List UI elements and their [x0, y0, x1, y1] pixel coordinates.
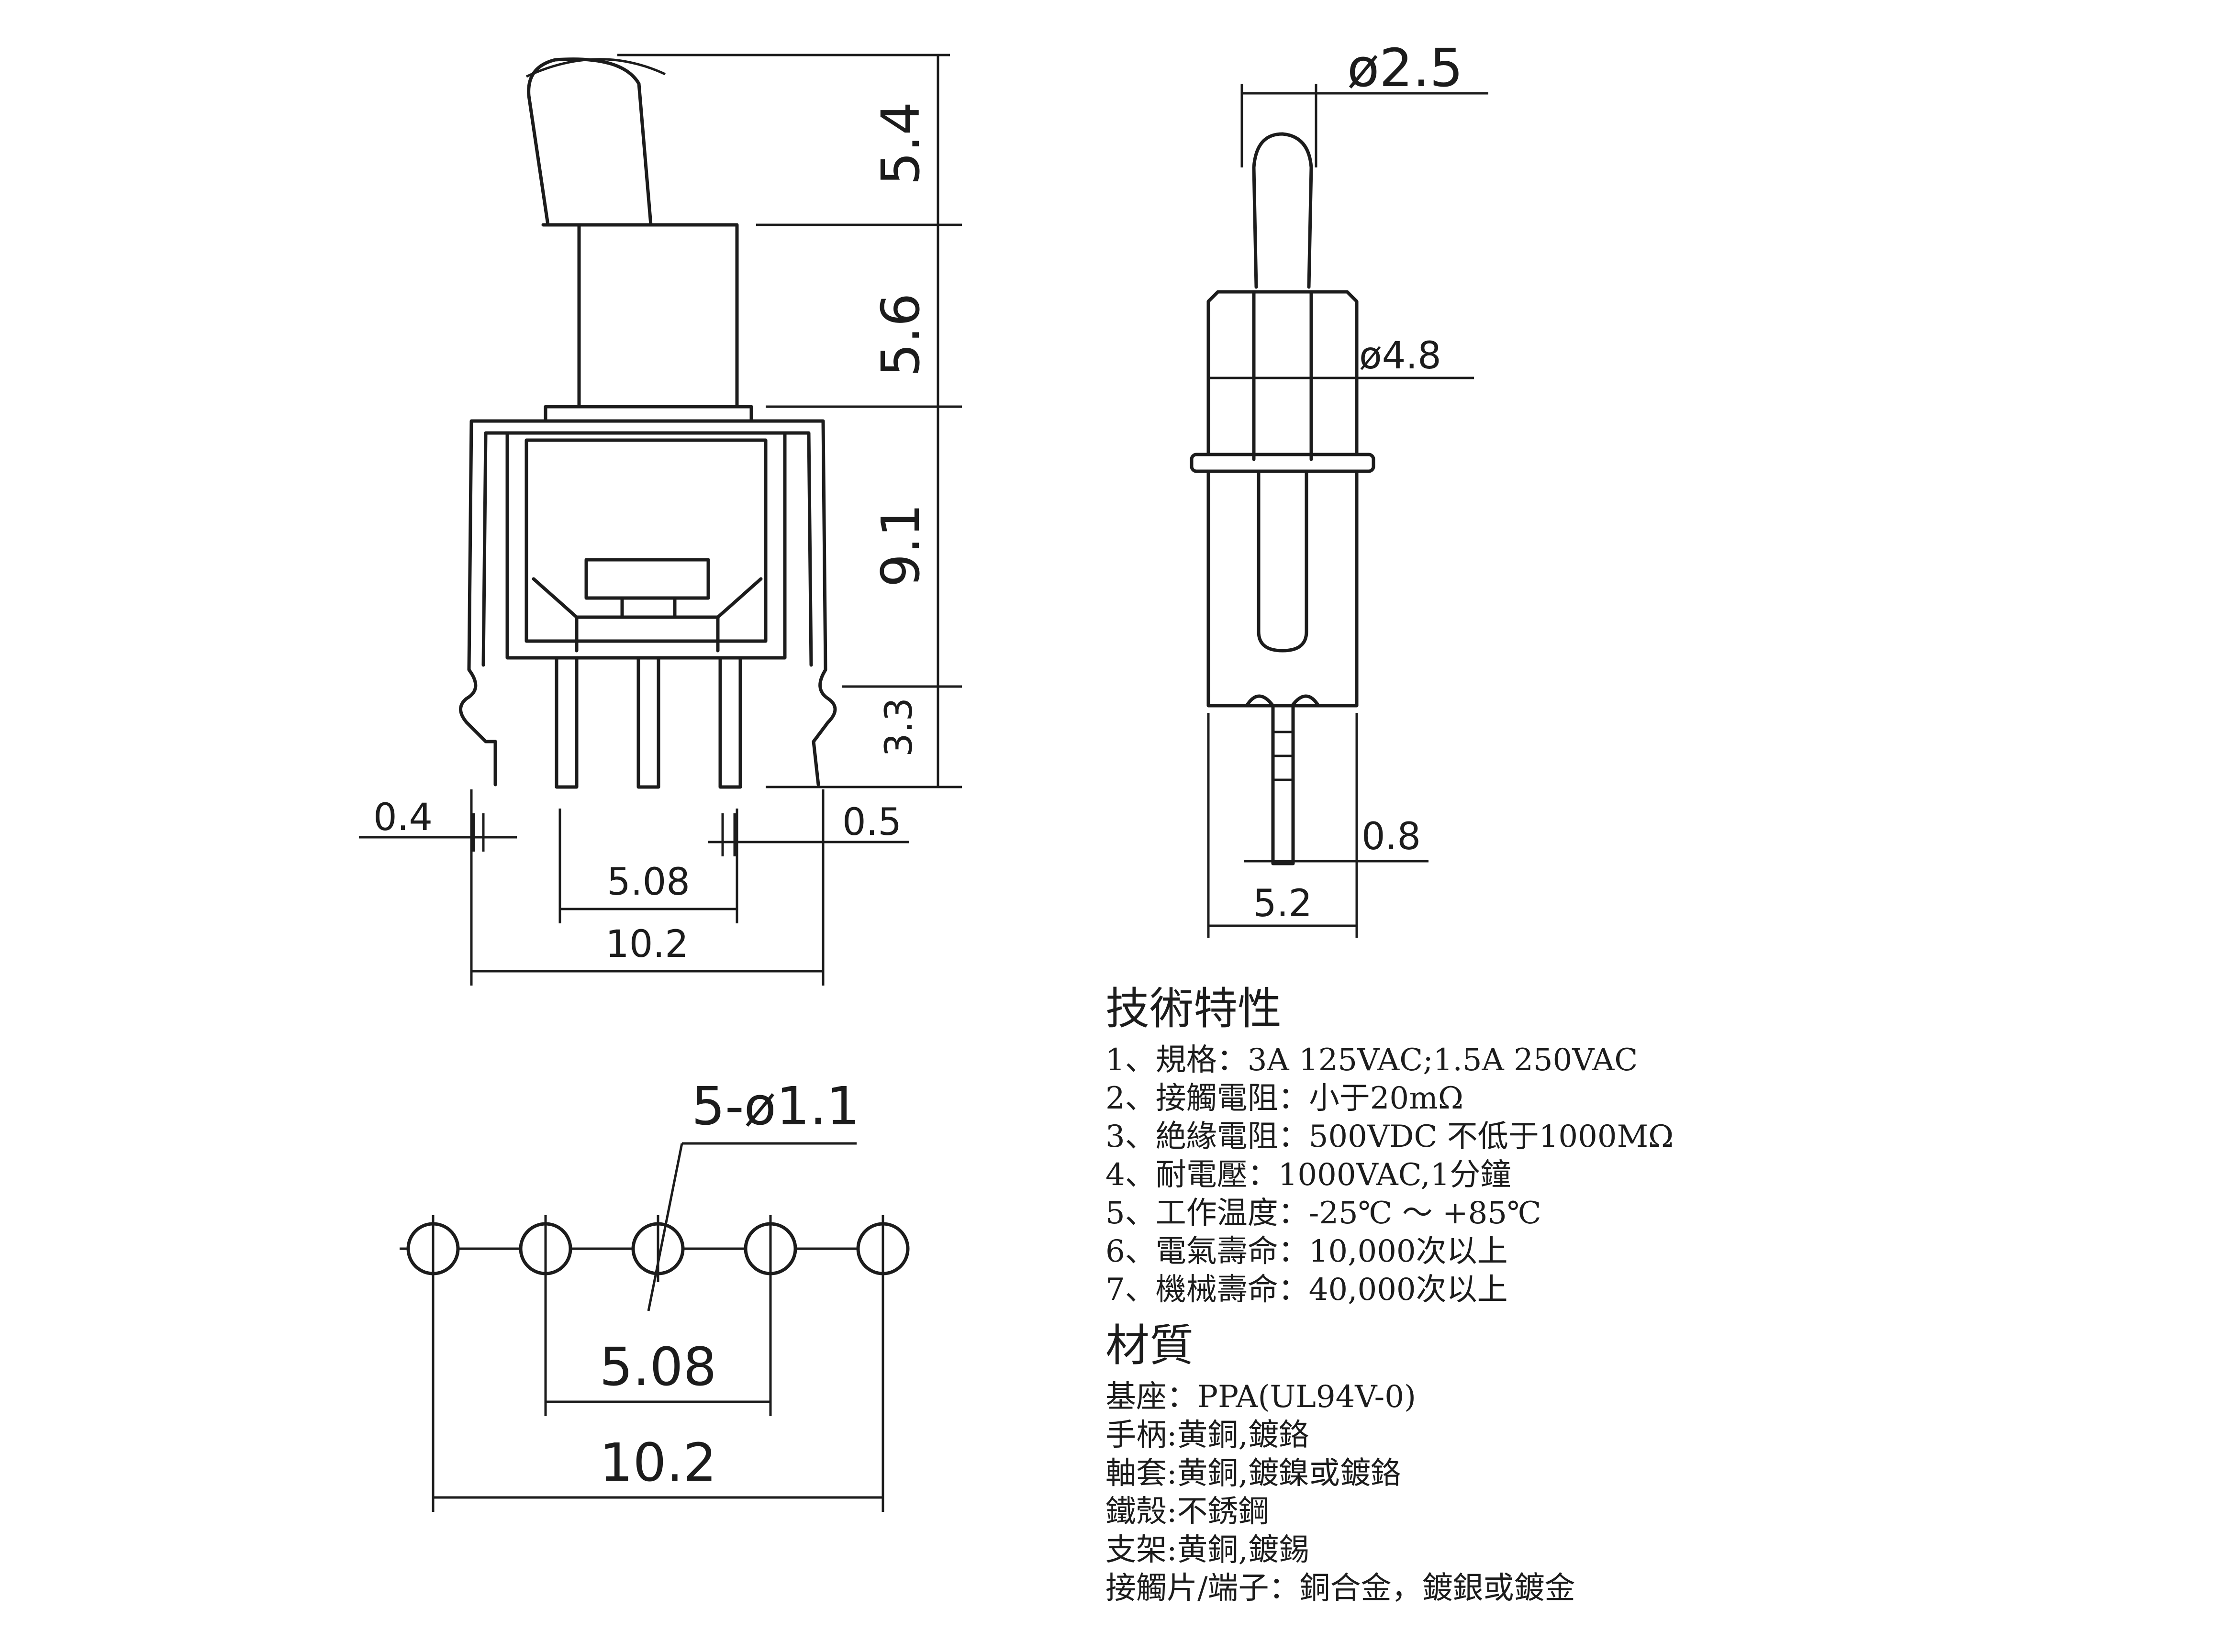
hole-5	[856, 1215, 910, 1282]
lever-arc	[525, 58, 666, 78]
hole-1	[406, 1215, 460, 1282]
material-item-5: 支架:黄銅,鍍錫	[1105, 1532, 1309, 1568]
front-slot	[1257, 469, 1308, 653]
dim-body-width: 5.2	[1253, 882, 1312, 925]
side-pin-right	[718, 656, 742, 789]
side-lever	[527, 57, 653, 227]
bracket-inner	[481, 431, 813, 667]
dim-overall-width: 10.2	[605, 923, 689, 966]
dim-bushing-height: 5.6	[870, 293, 931, 377]
materials-title: 材質	[1105, 1320, 1194, 1371]
front-bushing	[1206, 290, 1359, 456]
hole-3	[631, 1215, 685, 1282]
spec-item-7: 7、機械壽命：40,000次以上	[1105, 1272, 1508, 1308]
dim-fp-width: 10.2	[600, 1432, 717, 1493]
dim-body-height: 9.1	[870, 504, 931, 588]
spec-item-3: 3、絶緣電阻：500VDC 不低于1000MΩ	[1105, 1119, 1674, 1154]
spec-panel: 技術特性 1、規格：3A 125VAC;1.5A 250VAC 2、接觸電阻：小…	[1105, 981, 2015, 1608]
side-view: 5.4 5.6 9.1 3.3 0.4 0.5 5.08 10.2	[359, 54, 962, 986]
side-actuator	[584, 558, 710, 600]
spec-item-2: 2、接觸電阻：小于20mΩ	[1105, 1081, 1463, 1116]
dim-bushing-diameter: ø4.8	[1359, 334, 1441, 377]
spec-item-4: 4、耐電壓：1000VAC,1分鐘	[1105, 1157, 1511, 1193]
dim-fp-pitch: 5.08	[600, 1336, 717, 1397]
spec-item-1: 1、規格：3A 125VAC;1.5A 250VAC	[1105, 1042, 1638, 1078]
side-bushing	[577, 223, 739, 409]
side-housing	[505, 431, 787, 660]
dim-handle-height: 5.4	[870, 102, 931, 186]
material-item-2: 手柄:黄銅,鍍鉻	[1105, 1418, 1309, 1453]
front-pin	[1271, 704, 1295, 865]
material-item-3: 軸套:黄銅,鍍鎳或鍍鉻	[1105, 1456, 1401, 1491]
dim-pin-thickness: 0.5	[842, 801, 902, 844]
side-pin-mid	[636, 656, 660, 789]
dim-pin-height: 3.3	[878, 698, 921, 757]
material-item-1: 基座：PPA(UL94V-0)	[1105, 1379, 1416, 1415]
dim-bracket-thickness: 0.4	[373, 796, 433, 839]
dim-hole-spec: 5-ø1.1	[692, 1075, 860, 1137]
spec-item-6: 6、電氣壽命：10,000次以上	[1105, 1234, 1508, 1269]
front-view: ø2.5 ø4.8 0.8 5.2	[1190, 37, 1488, 938]
side-flange	[544, 405, 753, 423]
material-item-4: 鐵殼:不銹鋼	[1105, 1494, 1269, 1530]
front-lever	[1252, 132, 1313, 289]
dim-pin-pitch: 5.08	[607, 861, 690, 904]
pcb-footprint: 5-ø1.1 5.08 10.2	[400, 1075, 910, 1512]
spec-item-5: 5、工作温度：-25℃ ～ +85℃	[1105, 1196, 1541, 1231]
housing-inner	[525, 438, 768, 643]
hole-leader	[647, 1143, 683, 1311]
side-bracket	[459, 419, 837, 787]
specs-title: 技術特性	[1105, 983, 1282, 1034]
dim-pin-width: 0.8	[1362, 815, 1421, 858]
front-flange	[1190, 453, 1375, 473]
hole-4	[744, 1215, 797, 1282]
front-body	[1206, 469, 1359, 708]
side-pin-left	[555, 656, 579, 789]
hole-2	[519, 1215, 572, 1282]
dim-lever-diameter: ø2.5	[1347, 37, 1463, 99]
body-notches	[1245, 694, 1320, 708]
material-item-6: 接觸片/端子：銅合金，鍍銀或鍍金	[1105, 1571, 1575, 1606]
